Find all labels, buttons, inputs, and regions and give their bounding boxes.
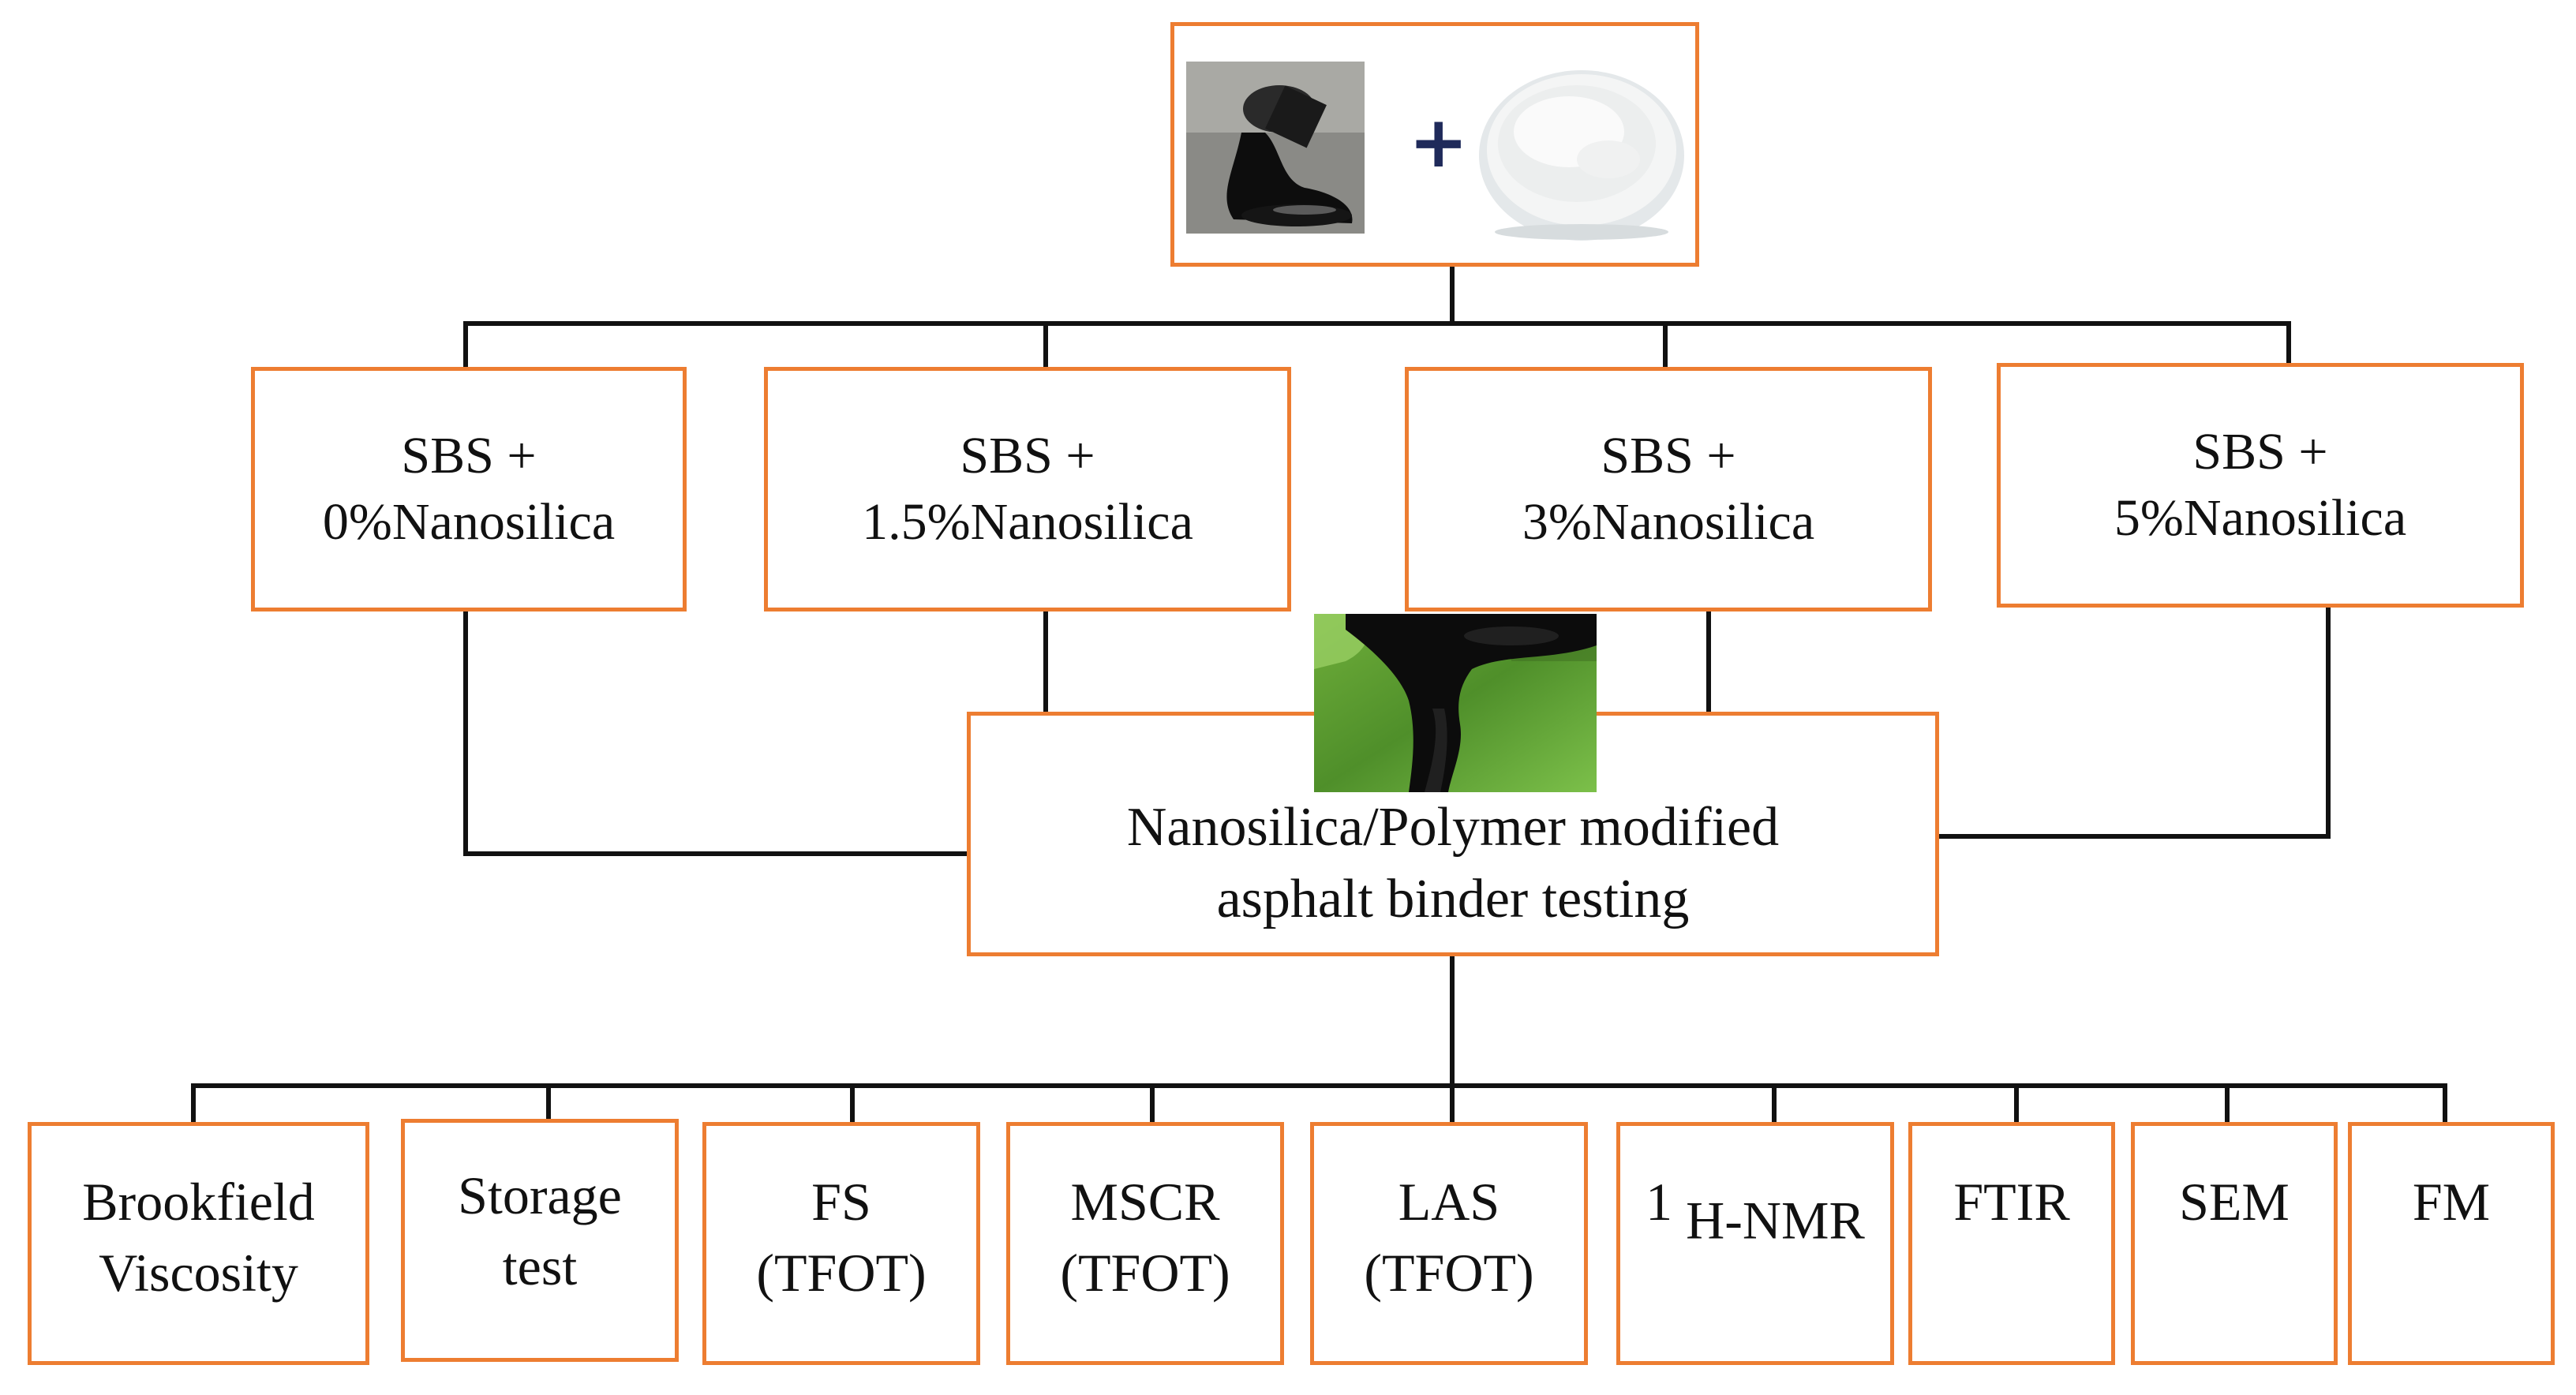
formulation-sbs-0-nanosilica: SBS + 0%Nanosilica <box>251 367 687 611</box>
connector-sbs-5-to-center <box>1935 601 2331 839</box>
formulation-line1: SBS + <box>960 426 1095 484</box>
test-brookfield-viscosity: Brookfield Viscosity <box>28 1122 369 1365</box>
formulation-line1: SBS + <box>1601 426 1736 484</box>
test-las-tfot: LAS (TFOT) <box>1310 1122 1588 1365</box>
test-h-nmr: 1 H-NMR <box>1616 1122 1894 1365</box>
test-fm: FM <box>2348 1122 2555 1365</box>
asphalt-binder-photo <box>1186 62 1365 234</box>
formulation-line2: 1.5%Nanosilica <box>862 493 1193 551</box>
test-sem: SEM <box>2131 1122 2338 1365</box>
test-line1: Storage <box>458 1165 622 1225</box>
formulation-line2: 5%Nanosilica <box>2114 489 2407 547</box>
formulation-sbs-5-nanosilica: SBS + 5%Nanosilica <box>1997 363 2524 608</box>
test-mscr-tfot: MSCR (TFOT) <box>1006 1122 1284 1365</box>
test-line1: FS <box>811 1172 871 1232</box>
test-line1: MSCR <box>1070 1172 1220 1232</box>
nanosilica-powder-photo <box>1474 49 1689 246</box>
test-fs-tfot: FS (TFOT) <box>702 1122 980 1365</box>
center-line1: Nanosilica/Polymer modified <box>1126 797 1780 858</box>
test-line1: FM <box>2412 1172 2491 1232</box>
formulation-line1: SBS + <box>401 426 537 484</box>
test-ftir: FTIR <box>1908 1122 2115 1365</box>
formulation-line1: SBS + <box>2192 422 2328 481</box>
test-label: H-NMR <box>1672 1190 1865 1251</box>
plus-operator: + <box>1409 101 1469 184</box>
test-line1: FTIR <box>1953 1172 2070 1232</box>
test-line2: (TFOT) <box>1364 1242 1534 1303</box>
center-line2: asphalt binder testing <box>1216 869 1690 929</box>
test-line2: test <box>502 1236 578 1296</box>
test-line2: Viscosity <box>99 1242 298 1303</box>
formulation-sbs-1-5-nanosilica: SBS + 1.5%Nanosilica <box>764 367 1291 611</box>
modified-binder-photo <box>1314 614 1597 792</box>
formulation-sbs-3-nanosilica: SBS + 3%Nanosilica <box>1405 367 1932 611</box>
connector-sbs-0-to-center <box>463 605 969 856</box>
test-line2: (TFOT) <box>1060 1242 1230 1303</box>
formulation-line2: 3%Nanosilica <box>1522 493 1815 551</box>
test-line1: 1 H-NMR <box>1646 1167 1865 1256</box>
test-superscript: 1 <box>1646 1172 1673 1232</box>
test-line1: SEM <box>2179 1172 2290 1232</box>
test-line1: Brookfield <box>82 1172 315 1232</box>
test-line2: (TFOT) <box>756 1242 927 1303</box>
test-storage: Storage test <box>401 1119 679 1362</box>
formulation-line2: 0%Nanosilica <box>322 493 616 551</box>
test-line1: LAS <box>1398 1172 1500 1232</box>
